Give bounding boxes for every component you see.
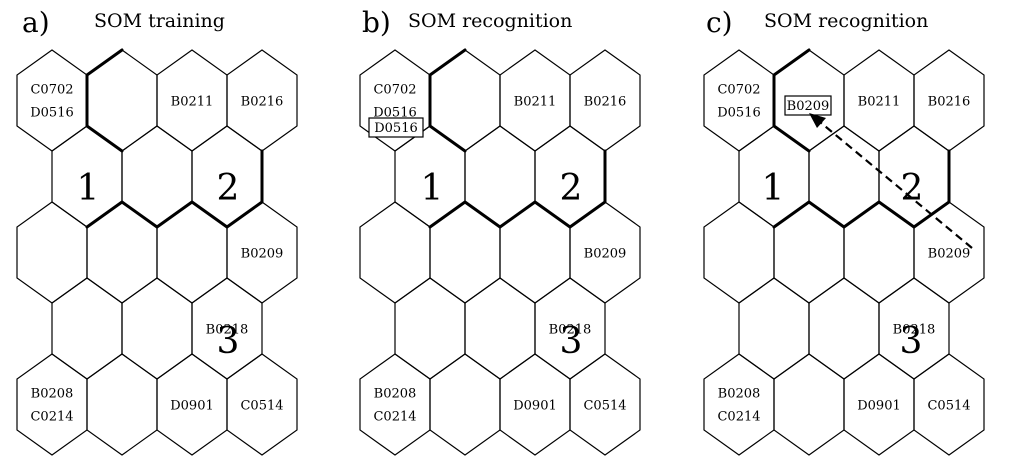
highlight-box: [784, 95, 832, 116]
som-node: [86, 201, 158, 304]
cell-label: C0702: [30, 83, 73, 98]
cell-label: B0209: [241, 247, 284, 262]
cluster-border: [772, 149, 951, 229]
panel-letter: c): [706, 6, 733, 39]
som-grid: [16, 49, 298, 456]
cell-label: B0216: [928, 95, 971, 110]
cell-label: B0216: [584, 95, 627, 110]
som-node: [121, 277, 193, 380]
som-node: [121, 125, 193, 228]
som-node: [808, 277, 880, 380]
cell-label: D0516: [30, 106, 74, 121]
cell-label: C0702: [373, 83, 416, 98]
som-node: [464, 277, 536, 380]
som-node: [773, 353, 845, 456]
panel-letter: b): [362, 6, 391, 39]
boxed-label: D0516: [374, 121, 418, 136]
cell-label: B0208: [374, 387, 417, 402]
som-node: [429, 353, 501, 456]
panel-title: SOM training: [94, 10, 225, 32]
som-node: [16, 49, 88, 152]
som-node: [16, 353, 88, 456]
cell-label: C0702: [717, 83, 760, 98]
som-node: [703, 49, 775, 152]
cell-label: B0209: [584, 247, 627, 262]
cluster-number-1: 1: [762, 168, 785, 209]
cell-label: B0211: [858, 95, 901, 110]
cell-label: B0216: [241, 95, 284, 110]
panel-letter: a): [22, 6, 50, 39]
cell-label: B0211: [514, 95, 557, 110]
som-node: [51, 277, 123, 380]
som-node: [394, 277, 466, 380]
cell-label: C0214: [717, 410, 760, 425]
cell-label: C0214: [30, 410, 73, 425]
som-node: [156, 201, 228, 304]
cluster-border: [428, 149, 607, 229]
cluster-number-3: 3: [900, 321, 923, 362]
som-node: [359, 201, 431, 304]
boxed-label: B0209: [787, 99, 830, 114]
cell-label: C0514: [240, 399, 283, 414]
cell-label: B0218: [893, 323, 936, 338]
som-node: [569, 353, 641, 456]
cell-label: B0208: [31, 387, 74, 402]
cell-label: C0214: [373, 410, 416, 425]
som-node: [703, 353, 775, 456]
arrow-head-icon: [809, 113, 826, 128]
som-node: [773, 201, 845, 304]
som-node: [913, 353, 985, 456]
cluster-border: [428, 48, 467, 153]
som-node: [464, 125, 536, 228]
som-node: [226, 353, 298, 456]
som-node: [808, 125, 880, 228]
som-node: [429, 49, 501, 152]
som-node: [16, 201, 88, 304]
som-node: [429, 201, 501, 304]
cell-label: D0516: [717, 106, 761, 121]
som-node: [86, 353, 158, 456]
som-node: [703, 201, 775, 304]
cluster-border: [772, 48, 811, 153]
cluster-number-1: 1: [421, 168, 444, 209]
cell-label: D0901: [857, 399, 901, 414]
cluster-number-3: 3: [217, 321, 240, 362]
som-node: [359, 353, 431, 456]
cluster-number-1: 1: [77, 168, 100, 209]
cluster-borders: [772, 48, 951, 229]
som-node: [738, 277, 810, 380]
cell-label: B0208: [718, 387, 761, 402]
cluster-number-3: 3: [560, 321, 583, 362]
cell-label: C0514: [583, 399, 626, 414]
panel-title: SOM recognition: [764, 10, 928, 32]
cell-label: B0209: [928, 247, 971, 262]
cluster-number-2: 2: [901, 168, 924, 209]
cell-label: C0514: [927, 399, 970, 414]
cluster-border: [85, 149, 264, 229]
cell-label: D0901: [170, 399, 214, 414]
cluster-borders: [85, 48, 264, 229]
cell-label: B0218: [549, 323, 592, 338]
highlight-box: [368, 117, 424, 138]
panel-title: SOM recognition: [408, 10, 572, 32]
som-node: [499, 201, 571, 304]
cluster-borders: [428, 48, 607, 229]
cell-label: B0218: [206, 323, 249, 338]
cluster-number-2: 2: [217, 168, 240, 209]
cell-label: D0901: [513, 399, 557, 414]
cell-label: B0211: [171, 95, 214, 110]
som-node: [86, 49, 158, 152]
cluster-number-2: 2: [560, 168, 583, 209]
cluster-border: [85, 48, 124, 153]
som-node: [843, 201, 915, 304]
cell-label: D0516: [373, 106, 417, 121]
relocation-arrow: [819, 121, 973, 249]
